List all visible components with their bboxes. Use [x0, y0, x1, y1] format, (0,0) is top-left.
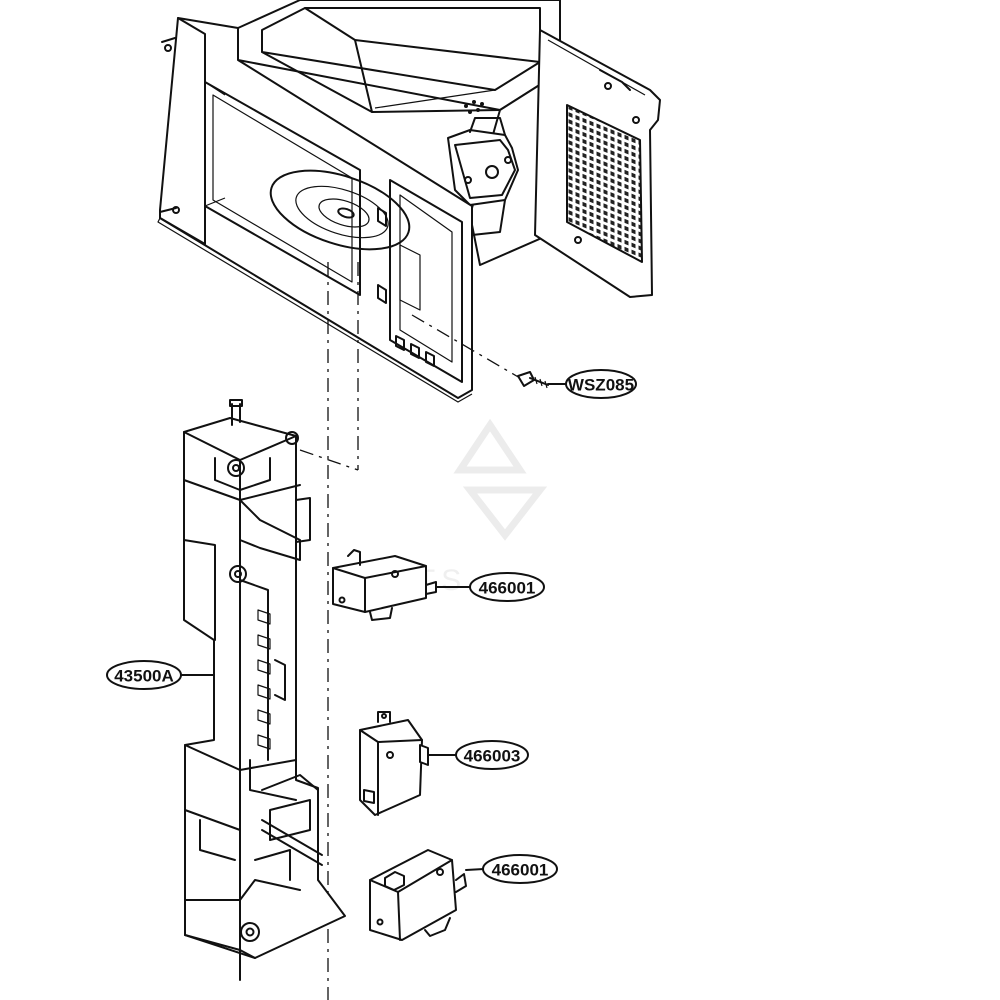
- screw-part: [517, 371, 549, 389]
- microwave-chassis: [157, 0, 661, 403]
- callout-wsz085: WSZ085: [547, 369, 637, 399]
- callout-466001-bottom: 466001: [465, 854, 558, 884]
- callout-label-466001-bottom: 466001: [492, 861, 549, 880]
- turntable: [269, 169, 411, 251]
- latch-holder-part: [183, 399, 346, 981]
- callout-label-466003: 466003: [464, 747, 521, 766]
- microswitch-top-part: [332, 549, 437, 621]
- callout-label-43500a: 43500A: [114, 667, 174, 686]
- microswitch-bottom-part: [369, 849, 467, 941]
- callout-43500a: 43500A: [106, 660, 215, 690]
- assembly-guide-lines: [299, 262, 521, 1000]
- top-vent-holes: [464, 100, 484, 114]
- callout-label-wsz085: WSZ085: [568, 376, 634, 395]
- callout-466001-top: 466001: [435, 572, 545, 602]
- callout-466003: 466003: [427, 740, 529, 770]
- latch-teeth: [257, 609, 271, 750]
- microswitch-middle-part: [359, 711, 429, 816]
- callout-label-466001-top: 466001: [479, 579, 536, 598]
